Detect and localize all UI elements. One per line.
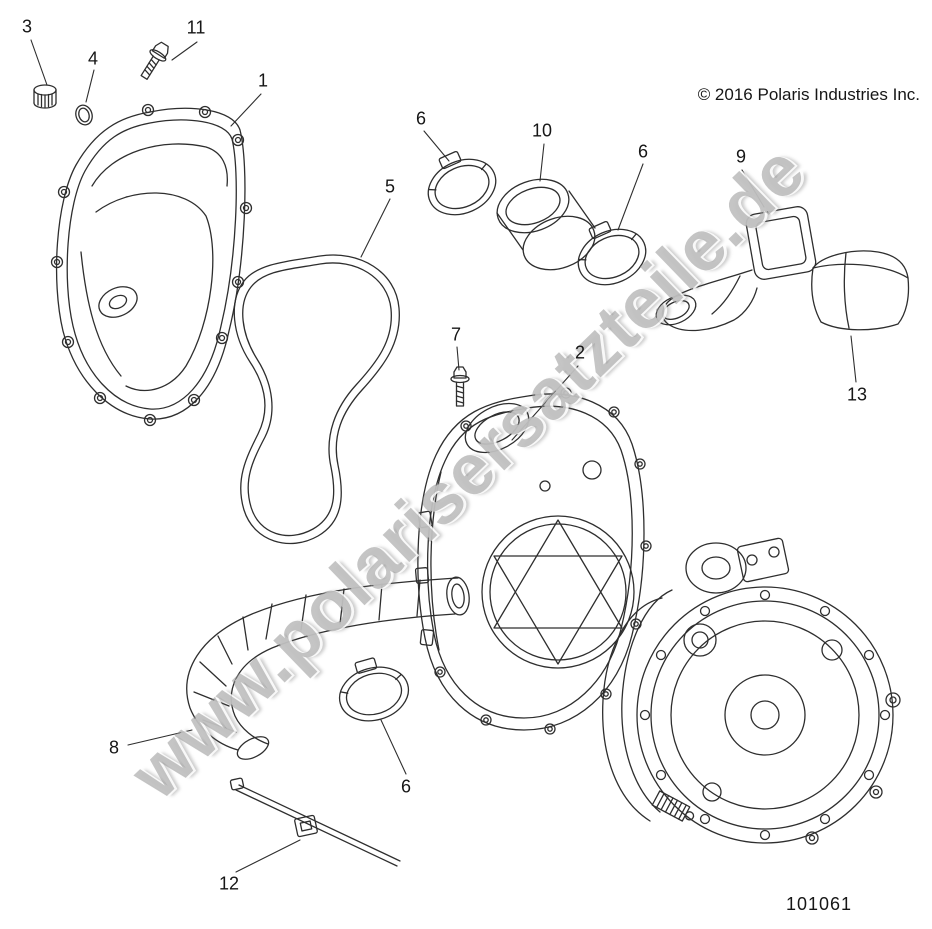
- diagram-number: 101061: [786, 894, 853, 914]
- clutch-cover-outer-drawing: [50, 103, 253, 427]
- callout-5: 5: [384, 176, 396, 197]
- intake-hose-drawing: [186, 576, 470, 760]
- bolt-7-drawing: [450, 366, 470, 407]
- gearbox-shaft: [651, 790, 695, 822]
- callout-2: 2: [574, 342, 586, 363]
- gasket-drawing: [233, 254, 400, 545]
- callout-6-mid: 6: [637, 141, 649, 162]
- copyright-text: © 2016 Polaris Industries Inc.: [697, 85, 920, 104]
- clamp-bottom-drawing: [338, 657, 410, 722]
- plug-3-drawing: [33, 84, 57, 109]
- callout-8: 8: [108, 737, 120, 758]
- callout-9: 9: [735, 146, 747, 167]
- leader-lines: [30, 39, 857, 873]
- air-duct-drawing: [655, 206, 817, 332]
- callout-6-bottom: 6: [400, 776, 412, 797]
- clamp-mid-drawing: [577, 220, 647, 286]
- callout-3: 3: [21, 16, 33, 37]
- bolt-11-drawing: [140, 41, 169, 80]
- cover-cap-drawing: [811, 250, 910, 331]
- gearbox-bolts: [639, 589, 891, 841]
- callout-1: 1: [257, 70, 269, 91]
- gearbox-drawing: [602, 537, 901, 845]
- callout-13: 13: [846, 384, 868, 405]
- clutch-cover-inner-drawing: [414, 387, 652, 735]
- oring-4-drawing: [75, 104, 93, 126]
- clamp-top-drawing: [427, 150, 497, 216]
- cable-tie-drawing: [229, 777, 401, 867]
- callout-11: 11: [186, 17, 206, 38]
- callout-4: 4: [87, 48, 99, 69]
- callout-7: 7: [450, 324, 462, 345]
- callout-10: 10: [531, 120, 553, 141]
- callout-6-top: 6: [415, 108, 427, 129]
- callout-12: 12: [218, 873, 240, 894]
- duct-coupler-drawing: [496, 178, 596, 271]
- cover-bolt-ears: [50, 103, 253, 427]
